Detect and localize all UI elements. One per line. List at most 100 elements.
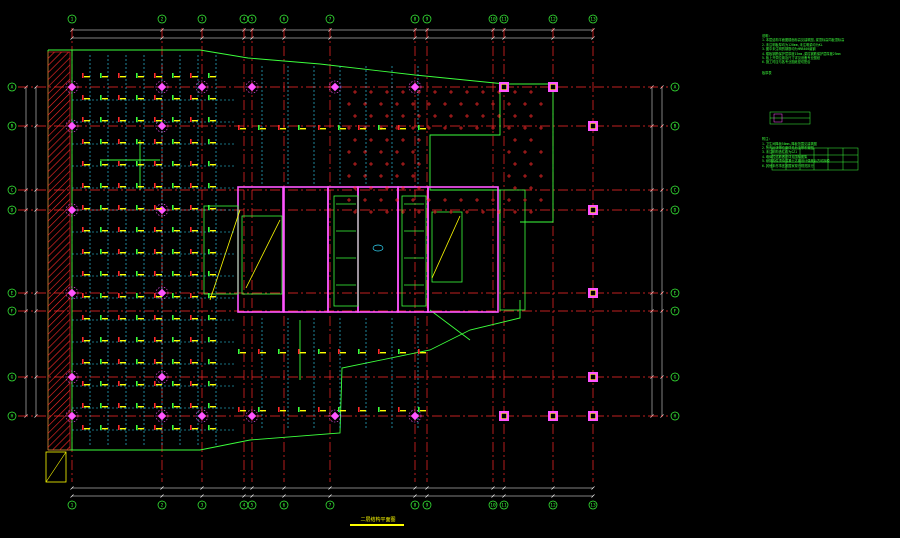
axis-label-A: A [11,85,14,91]
beam-tag-mark [136,403,138,408]
axis-label-B: B [674,124,677,130]
beam-tag-mark [258,349,260,354]
beam-label-mark [102,428,108,430]
beam-tag-mark [136,249,138,254]
beam-tag-mark [190,117,192,122]
column [157,411,167,421]
beam-tag-mark [136,95,138,100]
beam-tag-mark [82,205,84,210]
sub-note-4: 4.墙体拉结筋做法详见国标图集 [762,154,808,159]
beam-label-mark [138,76,144,78]
beam-tag-mark [154,425,156,430]
dimension-tick [491,486,495,490]
dimension-tick [328,494,332,498]
beam-tag-mark [190,381,192,386]
dimension-tick [70,486,74,490]
column-outline [195,80,209,94]
beam-tag-mark [258,125,260,130]
elevation-tag [372,244,384,252]
beam-label-mark [210,142,216,144]
beam-tag-mark [154,315,156,320]
axis-label-2: 2 [161,503,164,509]
beam-label-mark [120,252,126,254]
beam-label-mark [280,128,286,130]
beam-tag-mark [100,359,102,364]
column-outline [65,286,79,300]
column-core [590,374,596,380]
beam-label-mark [102,296,108,298]
beam-tag-mark [154,293,156,298]
column [330,82,340,92]
beam-label-mark [84,164,90,166]
beam-label-mark [138,230,144,232]
beam-label-mark [360,352,366,354]
column-core [590,123,596,129]
axis-bubble [279,14,289,24]
beam-label-mark [84,76,90,78]
beam-label-mark [84,384,90,386]
beam-label-mark [210,230,216,232]
beam-tag-mark [82,293,84,298]
beam-label-mark [260,352,266,354]
beam-label-mark [192,406,198,408]
beam-tag-mark [208,249,210,254]
beam-tag-mark [154,403,156,408]
sub-note-2: 2.所有后浇带位置详见后浇带布置图 [762,146,814,151]
beam-tag-mark [136,205,138,210]
beam-tag-mark [118,403,120,408]
beam-tag-mark [100,73,102,78]
column-outline [245,80,259,94]
axis-label-8: 8 [414,503,417,509]
column [197,411,207,421]
beam-tag-mark [208,117,210,122]
beam-label-mark [102,318,108,320]
axis-bubble [157,500,167,510]
axis-bubble [325,14,335,24]
beam-label-mark [174,120,180,122]
beam-tag-mark [418,407,420,412]
axis-bubble [7,288,17,298]
beam-label-mark [400,410,406,412]
beam-tag-mark [136,73,138,78]
column [410,411,420,421]
sub-note-1: 1.卫生间降板50mm,降板范围见建筑图 [762,141,817,146]
beam-label-mark [280,410,286,412]
axis-label-13: 13 [590,17,596,23]
note-line-3: 3.图中未注明的钢筋均为HRB400级钢 [762,47,816,52]
axis-bubble [157,14,167,24]
axis-label-12: 12 [550,17,556,23]
axis-bubble [548,500,558,510]
dimension-tick [328,486,332,490]
beam-label-mark [320,128,326,130]
beam-label-mark [400,352,406,354]
beam-tag-mark [378,349,380,354]
note-line-5: 5.板上开洞位置及尺寸详见设备专业图纸 [762,56,821,61]
beam-label-mark [192,164,198,166]
beam-label-mark [120,428,126,430]
beam-label-mark [210,296,216,298]
beam-tag-mark [190,205,192,210]
beam-label-mark [174,208,180,210]
beam-tag-mark [172,227,174,232]
beam-label-mark [174,98,180,100]
beam-label-mark [210,208,216,210]
axis-label-G: G [674,375,677,381]
beam-tag-mark [208,271,210,276]
axis-label-7: 7 [329,503,332,509]
beam-label-mark [210,186,216,188]
column [247,82,257,92]
axis-bubble [67,500,77,510]
beam-tag-mark [208,359,210,364]
column-outline [245,409,259,423]
beam-label-mark [156,208,162,210]
beam-label-mark [380,352,386,354]
beam-tag-mark [190,73,192,78]
beam-tag-mark [172,337,174,342]
axis-bubble [488,14,498,24]
beam-tag-mark [190,161,192,166]
beam-tag-mark [318,125,320,130]
beam-tag-mark [190,227,192,232]
axis-bubble [588,14,598,24]
